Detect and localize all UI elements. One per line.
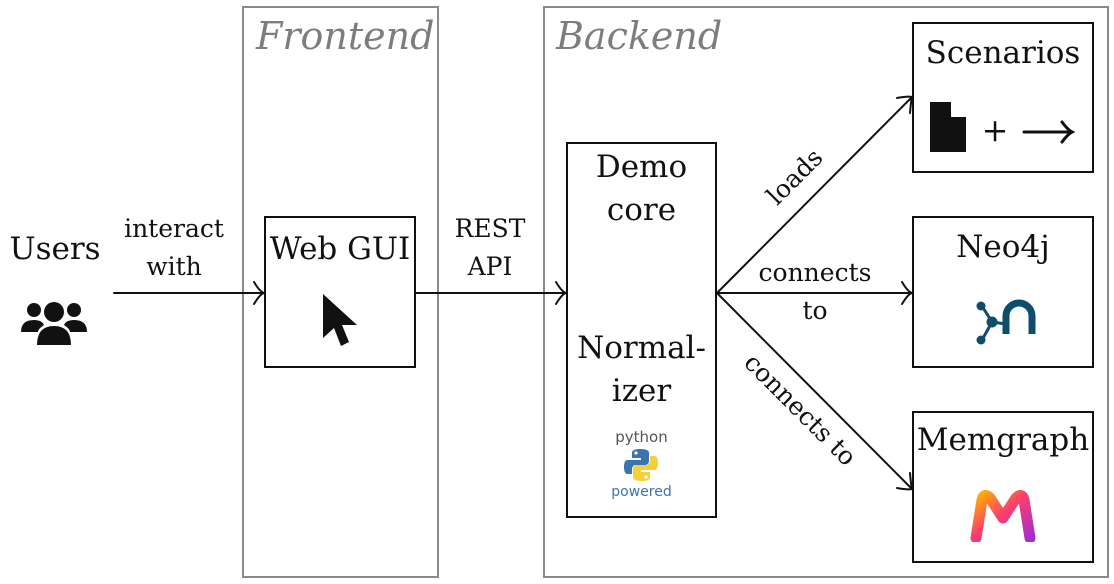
python-top-text: python xyxy=(615,428,668,446)
connects-memgraph-arrow xyxy=(716,292,913,490)
demo-core-line2: core xyxy=(606,192,677,228)
interact-label-line1: interact xyxy=(124,214,224,243)
neo4j-box xyxy=(912,216,1094,368)
demo-core-line1: Demo xyxy=(595,149,688,185)
python-bottom-text: powered xyxy=(611,484,672,500)
memgraph-label: Memgraph xyxy=(916,422,1090,458)
scenarios-plus: + xyxy=(981,111,1009,149)
right-arrow-icon xyxy=(1022,118,1076,146)
memgraph-box xyxy=(912,411,1094,563)
webgui-label: Web GUI xyxy=(269,231,411,267)
interact-label-line2: with xyxy=(146,252,202,281)
rest-label-line2: API xyxy=(467,252,513,281)
scenarios-label: Scenarios xyxy=(925,35,1081,71)
users-group-icon xyxy=(19,298,89,346)
connects-neo4j-label-line2: to xyxy=(802,296,828,325)
normalizer-line2: izer xyxy=(611,373,672,409)
webgui-box xyxy=(264,216,416,368)
backend-title: Backend xyxy=(556,14,723,58)
loads-arrow xyxy=(716,96,913,294)
file-icon xyxy=(928,99,969,154)
neo4j-logo-icon xyxy=(972,296,1036,348)
neo4j-label: Neo4j xyxy=(956,229,1050,265)
rest-label-line1: REST xyxy=(454,214,526,243)
frontend-title: Frontend xyxy=(256,14,435,58)
users-label: Users xyxy=(9,231,101,267)
mouse-pointer-icon xyxy=(320,292,360,352)
python-logo-icon xyxy=(623,447,659,483)
memgraph-logo-icon xyxy=(968,489,1038,544)
connects-neo4j-label-line1: connects xyxy=(758,258,872,287)
normalizer-line1: Normal- xyxy=(577,330,706,366)
